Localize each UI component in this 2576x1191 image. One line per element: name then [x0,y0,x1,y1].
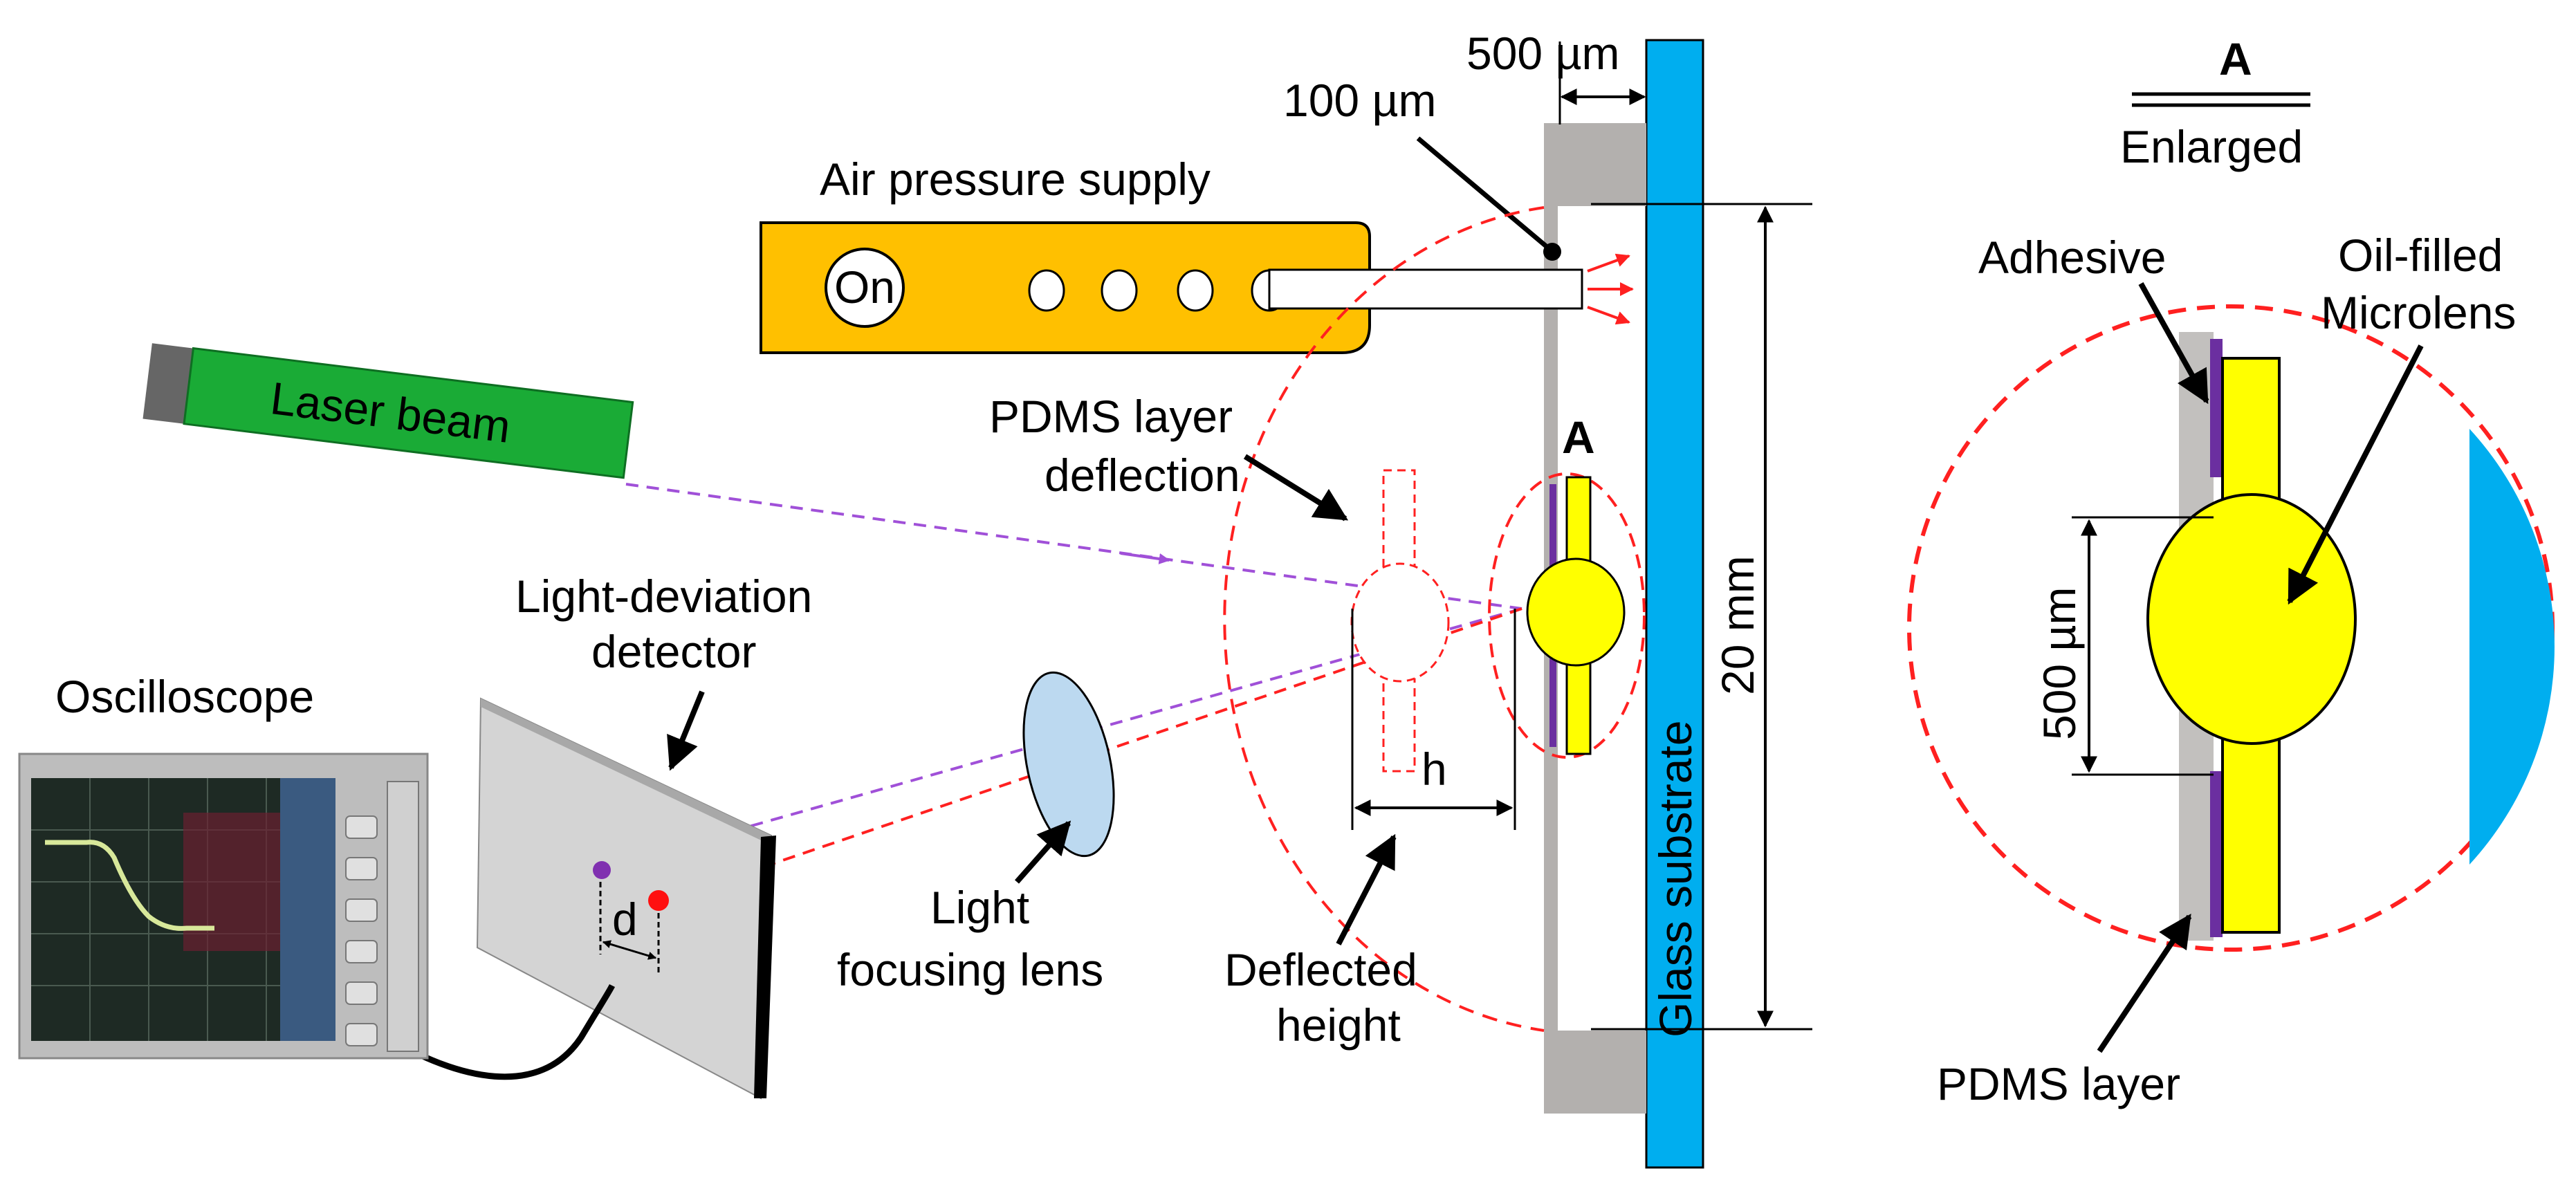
dim-100-pointer [1416,136,1552,251]
laser-device: Laser beam [142,343,634,479]
pdms-layer-pointer [2097,914,2192,1053]
focusing-label-2: focusing lens [837,944,1103,995]
detector-spot-purple [593,861,611,879]
oscilloscope-trace [45,840,214,931]
air-pressure-label: Air pressure supply [820,154,1211,205]
inset-microlens-body [2146,493,2357,745]
adhesive-pointer [2138,282,2209,405]
on-button-label: On [834,261,895,313]
indicator-dot-2 [1101,269,1138,312]
detector-label-2: detector [591,626,756,677]
pdms-deflection-label-2: deflection [1045,450,1240,501]
focusing-pointer [1015,820,1071,884]
pdms-frame-top [1544,123,1646,206]
pdms-deflection-pointer [1243,454,1349,521]
glass-substrate [1645,39,1704,1169]
adhesive-label: Adhesive [1978,232,2166,283]
air-flow-arrow-3 [1587,306,1630,325]
detector-label-1: Light-deviation [515,571,812,622]
h-label: h [1422,744,1447,795]
indicator-dot-3 [1177,269,1214,312]
d-label: d [612,894,638,945]
inset-dim-label: 500 µm [2034,587,2085,740]
laser-cap [142,343,194,424]
oscilloscope-label: Oscilloscope [55,671,314,722]
air-flow-arrow-1 [1587,253,1630,273]
dim-100-label: 100 µm [1283,75,1436,126]
pdms-deflection-label-1: PDMS layer [989,391,1233,442]
deflected-label-1: Deflected [1224,944,1417,995]
detector-pointer [667,690,705,771]
microlens-body [1526,557,1626,667]
oil-label-1: Oil-filled [2338,230,2503,281]
inset-glass-cap [2469,429,2555,865]
on-button [825,248,905,328]
dim-100-dot [1543,243,1561,261]
oil-label-2: Microlens [2321,287,2516,338]
pdms-layer-label: PDMS layer [1937,1058,2180,1109]
glass-substrate-label: Glass substrate [1650,720,1701,1037]
detector-side-edge [754,835,776,1098]
detector-top-edge [481,699,771,845]
inset-adhesive-bottom [2210,771,2223,937]
laser-beam-arrow [1120,552,1170,564]
focusing-lens [1022,671,1115,858]
marker-a: A [1562,412,1595,463]
inset-a-label: A [2219,33,2252,84]
deflected-pointer [1336,833,1397,945]
air-pressure-box [760,221,1371,354]
oscilloscope-knobs [345,781,419,1052]
indicator-dot-1 [1028,269,1065,312]
focusing-label-1: Light [930,882,1029,933]
marker-a-circle [1488,472,1646,759]
dim-500-top-label: 500 µm [1466,28,1619,79]
pdms-frame-bottom [1544,1031,1646,1114]
ghost-lens-body [1350,562,1450,683]
laser-body [183,347,634,479]
deflected-label-2: height [1276,999,1401,1051]
detector-cable [385,984,616,1080]
d-arrow [602,940,657,960]
oil-pointer [2287,344,2424,605]
inset-adhesive-top [2210,339,2223,477]
enlarged-label: Enlarged [2120,121,2303,172]
oscilloscope-menu-panel [280,778,335,1041]
dim-20mm-label: 20 mm [1712,555,1763,695]
detector-spot-red [648,890,669,911]
air-tube [1268,268,1583,310]
